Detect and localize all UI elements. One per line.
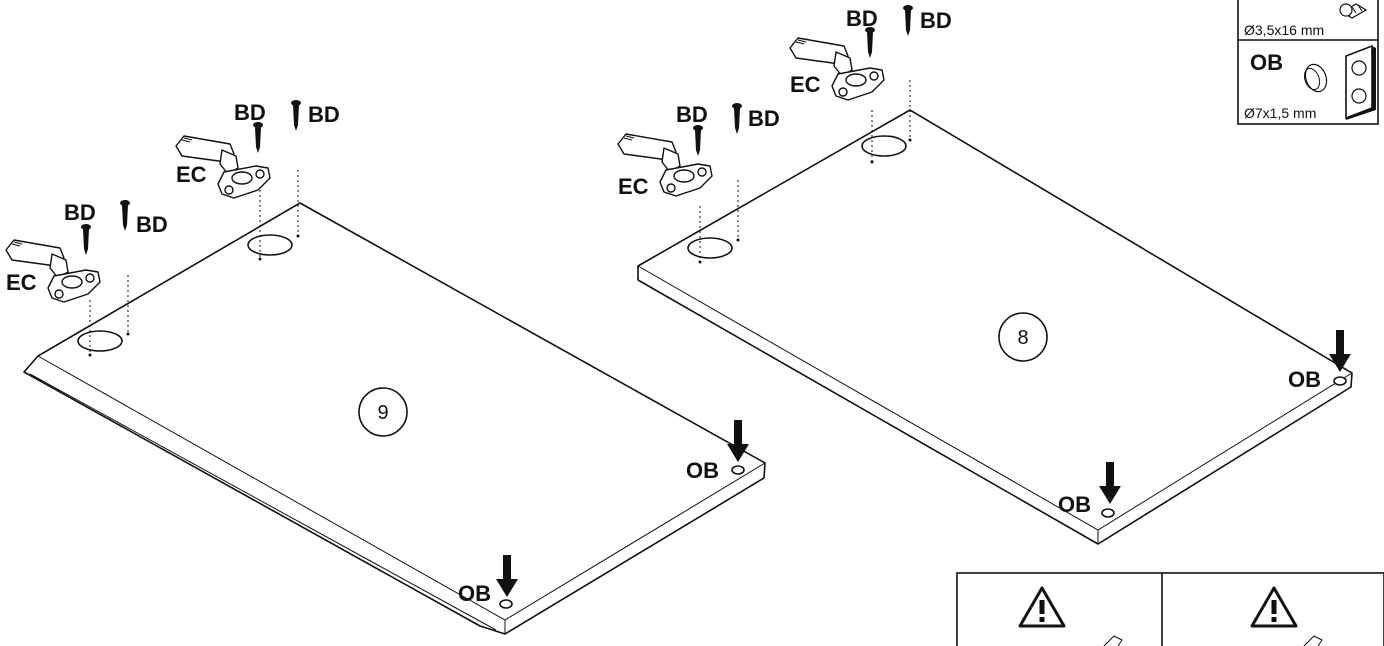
panel-9-number: 9 (377, 402, 388, 424)
warning-box (956, 572, 1384, 646)
screw-label: BD (308, 102, 340, 127)
bumper-label: OB (1288, 367, 1321, 392)
screw-label: BD (64, 200, 96, 225)
bumper-spec: Ø7x1,5 mm (1244, 105, 1316, 121)
warning-icon (1250, 586, 1298, 628)
bumper-icon (1303, 44, 1376, 120)
panel-8 (617, 5, 1353, 545)
parts-legend (1237, 0, 1379, 125)
bumper-label: OB (686, 458, 719, 483)
screw-label: BD (846, 6, 878, 31)
screw-spec: Ø3,5x16 mm (1244, 22, 1324, 38)
bumper-label: OB (1058, 492, 1091, 517)
hinge-label: EC (790, 72, 821, 97)
panel-9 (5, 100, 766, 635)
hinge-label: EC (618, 174, 649, 199)
screw-label: BD (234, 100, 266, 125)
screw-icon (1339, 3, 1368, 19)
bumper-code: OB (1250, 50, 1283, 75)
panel-8-number-circle (998, 312, 1048, 362)
screw-label: BD (676, 102, 708, 127)
screw-label: BD (136, 212, 168, 237)
bumper-label: OB (458, 581, 491, 606)
screw-label: BD (748, 106, 780, 131)
warning-icon (1018, 586, 1066, 628)
panel-9-number-circle (358, 387, 408, 437)
screw-label: BD (920, 8, 952, 33)
hinge-label: EC (176, 162, 207, 187)
hinge-label: EC (6, 270, 37, 295)
panel-8-number: 8 (1017, 327, 1028, 349)
